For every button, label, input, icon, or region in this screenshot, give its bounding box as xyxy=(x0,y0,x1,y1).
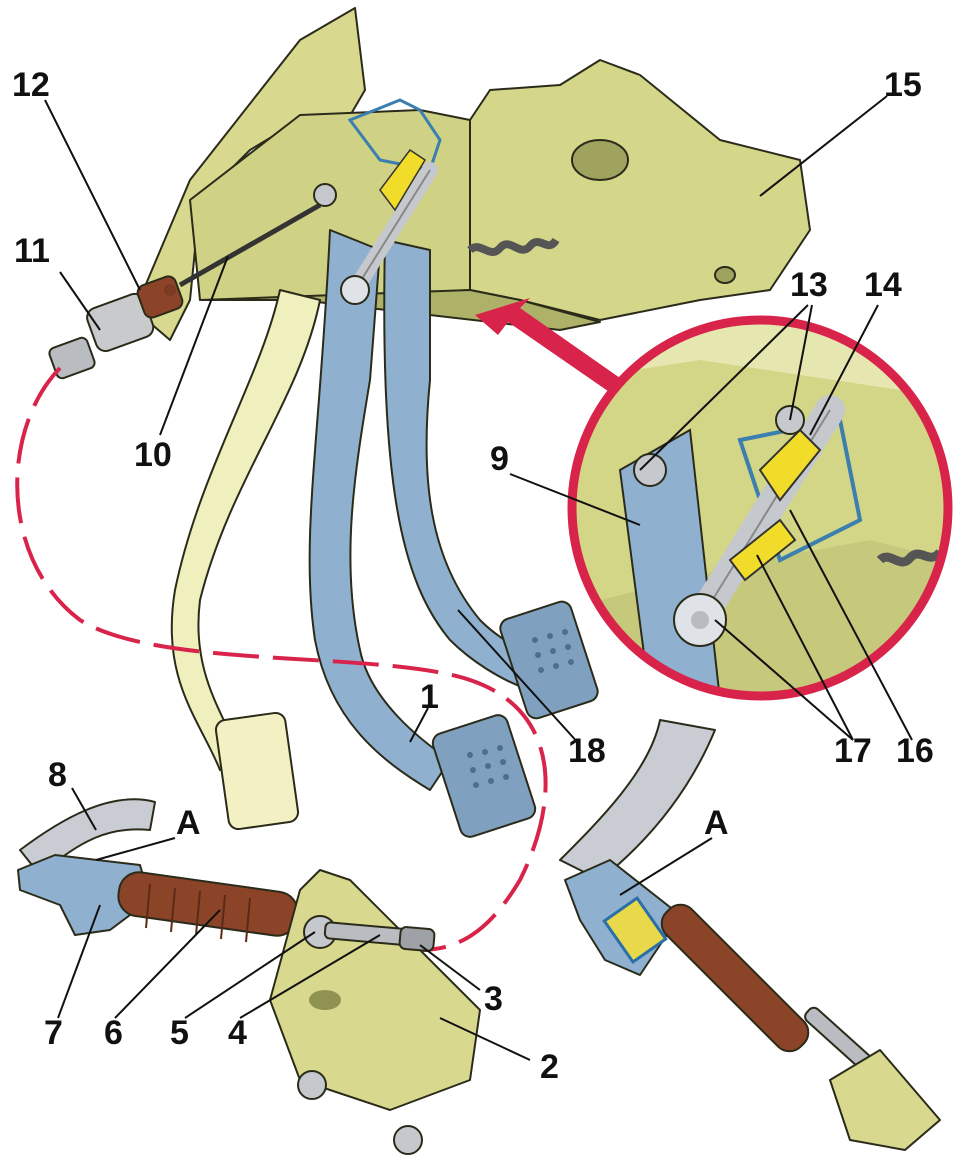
zoom-pointer-arrow xyxy=(475,298,630,398)
return-spring xyxy=(467,237,560,256)
blue-bracket-edge xyxy=(347,98,442,172)
pedal-axle xyxy=(313,148,438,305)
part-labels: 12 11 10 15 13 14 9 1 18 17 16 8 A A 7 6… xyxy=(12,66,934,1086)
label-10: 10 xyxy=(134,436,172,474)
clutch-pedal-pad xyxy=(431,714,537,838)
pushrod-10 xyxy=(178,202,322,288)
label-13: 13 xyxy=(790,266,828,304)
label-18: 18 xyxy=(568,732,606,770)
label-3: 3 xyxy=(484,980,503,1018)
label-14: 14 xyxy=(864,266,902,304)
pedal-bracket-panel xyxy=(134,7,811,341)
label-1: 1 xyxy=(420,678,439,716)
clutch-fork-assembly-left xyxy=(17,798,481,1155)
label-17: 17 xyxy=(834,732,872,770)
detail-zoom-circle xyxy=(567,315,953,701)
label-a-left: A xyxy=(176,804,201,842)
faded-pedal-pad xyxy=(214,711,300,831)
panel-hole xyxy=(571,139,629,181)
fork-right-bellows xyxy=(660,903,810,1053)
clutch-pedal-1 xyxy=(308,229,537,838)
label-11: 11 xyxy=(14,232,50,270)
cable-routing-dashed-line xyxy=(15,366,548,952)
fork-right xyxy=(559,719,716,881)
bracket-bolt-1 xyxy=(297,1070,327,1100)
label-8: 8 xyxy=(48,756,67,794)
label-15: 15 xyxy=(884,66,922,104)
fork-right-mount xyxy=(829,1049,941,1151)
label-5: 5 xyxy=(170,1014,189,1052)
bracket-2-hole xyxy=(309,990,341,1010)
bracket-bolt-2 xyxy=(393,1125,423,1155)
label-6: 6 xyxy=(104,1014,123,1052)
bracket-right-housing xyxy=(469,59,811,321)
brake-pad-grip-dots xyxy=(532,629,574,673)
cable-bellows-6 xyxy=(117,871,299,943)
faded-pedal xyxy=(170,289,321,831)
fork-right-insert xyxy=(602,895,668,965)
gearbox-bracket-2 xyxy=(269,869,481,1111)
label-4: 4 xyxy=(228,1014,247,1052)
clutch-pad-grip-dots xyxy=(467,745,509,788)
label-12: 12 xyxy=(12,66,50,104)
panel-hole-small xyxy=(714,266,736,284)
clutch-fork-assembly-right xyxy=(559,719,941,1151)
label-7: 7 xyxy=(44,1014,63,1052)
label-16: 16 xyxy=(896,732,934,770)
label-9: 9 xyxy=(490,440,509,478)
leader-lines xyxy=(44,95,913,1061)
label-a-right: A xyxy=(704,804,729,842)
clutch-fork-bracket-7 xyxy=(17,854,151,936)
cable-sheath-end xyxy=(48,275,184,380)
label-2: 2 xyxy=(540,1048,559,1086)
cable-end-3 xyxy=(398,926,436,952)
